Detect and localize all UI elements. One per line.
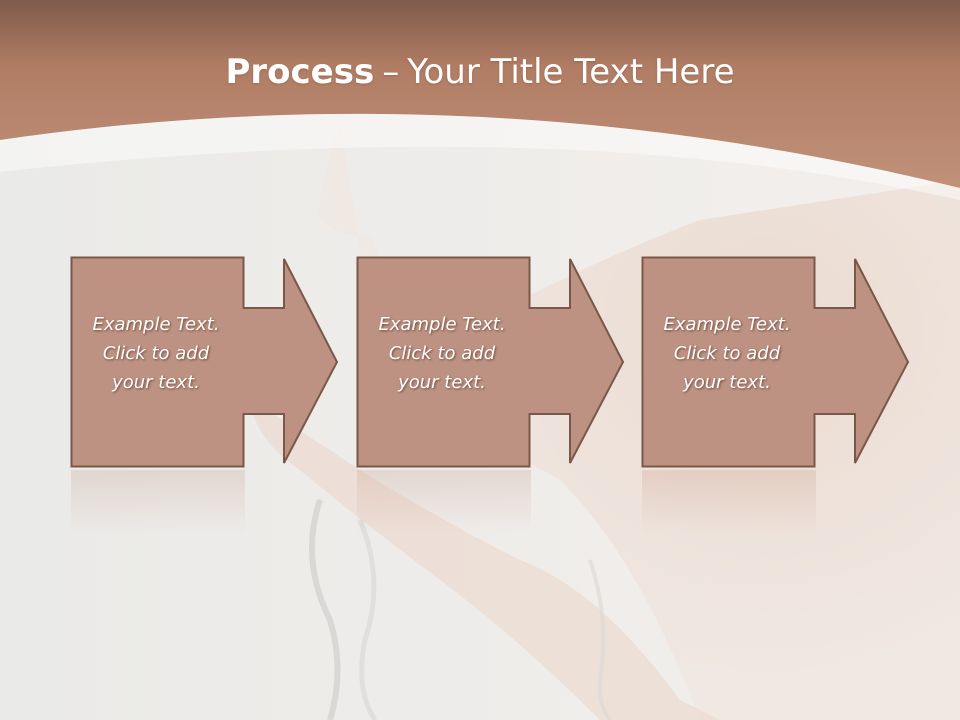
step-reflection <box>71 470 245 534</box>
step-line-2: Click to add <box>102 343 210 364</box>
step-line-2: Click to add <box>388 343 496 364</box>
step-reflection <box>642 470 816 534</box>
title-bold: Process <box>225 52 375 92</box>
step-text[interactable]: Example Text. Click to add your text. <box>356 310 528 397</box>
right-arrow-icon <box>641 256 910 468</box>
header-swoosh <box>0 113 960 200</box>
slide-title: Process–Your Title Text Here <box>0 52 960 92</box>
step-line-1: Example Text. <box>378 314 506 335</box>
step-text[interactable]: Example Text. Click to add your text. <box>641 310 813 397</box>
process-step-1[interactable]: Example Text. Click to add your text. <box>70 256 340 468</box>
step-reflection <box>357 470 531 534</box>
water-stream <box>357 519 378 720</box>
step-line-1: Example Text. <box>663 314 791 335</box>
step-line-3: your text. <box>112 372 200 393</box>
water-stream <box>309 499 341 720</box>
step-line-2: Click to add <box>673 343 781 364</box>
process-step-3[interactable]: Example Text. Click to add your text. <box>641 256 911 468</box>
step-line-1: Example Text. <box>92 314 220 335</box>
step-shape <box>356 256 625 468</box>
process-step-2[interactable]: Example Text. Click to add your text. <box>356 256 626 468</box>
title-rest: Your Title Text Here <box>407 52 735 92</box>
header-band <box>0 0 960 188</box>
step-line-3: your text. <box>683 372 771 393</box>
water-stream <box>588 559 612 720</box>
title-dash: – <box>382 52 400 92</box>
right-arrow-icon <box>356 256 625 468</box>
step-line-3: your text. <box>398 372 486 393</box>
right-arrow-icon <box>70 256 339 468</box>
step-text[interactable]: Example Text. Click to add your text. <box>70 310 242 397</box>
step-shape <box>70 256 339 468</box>
step-shape <box>641 256 910 468</box>
